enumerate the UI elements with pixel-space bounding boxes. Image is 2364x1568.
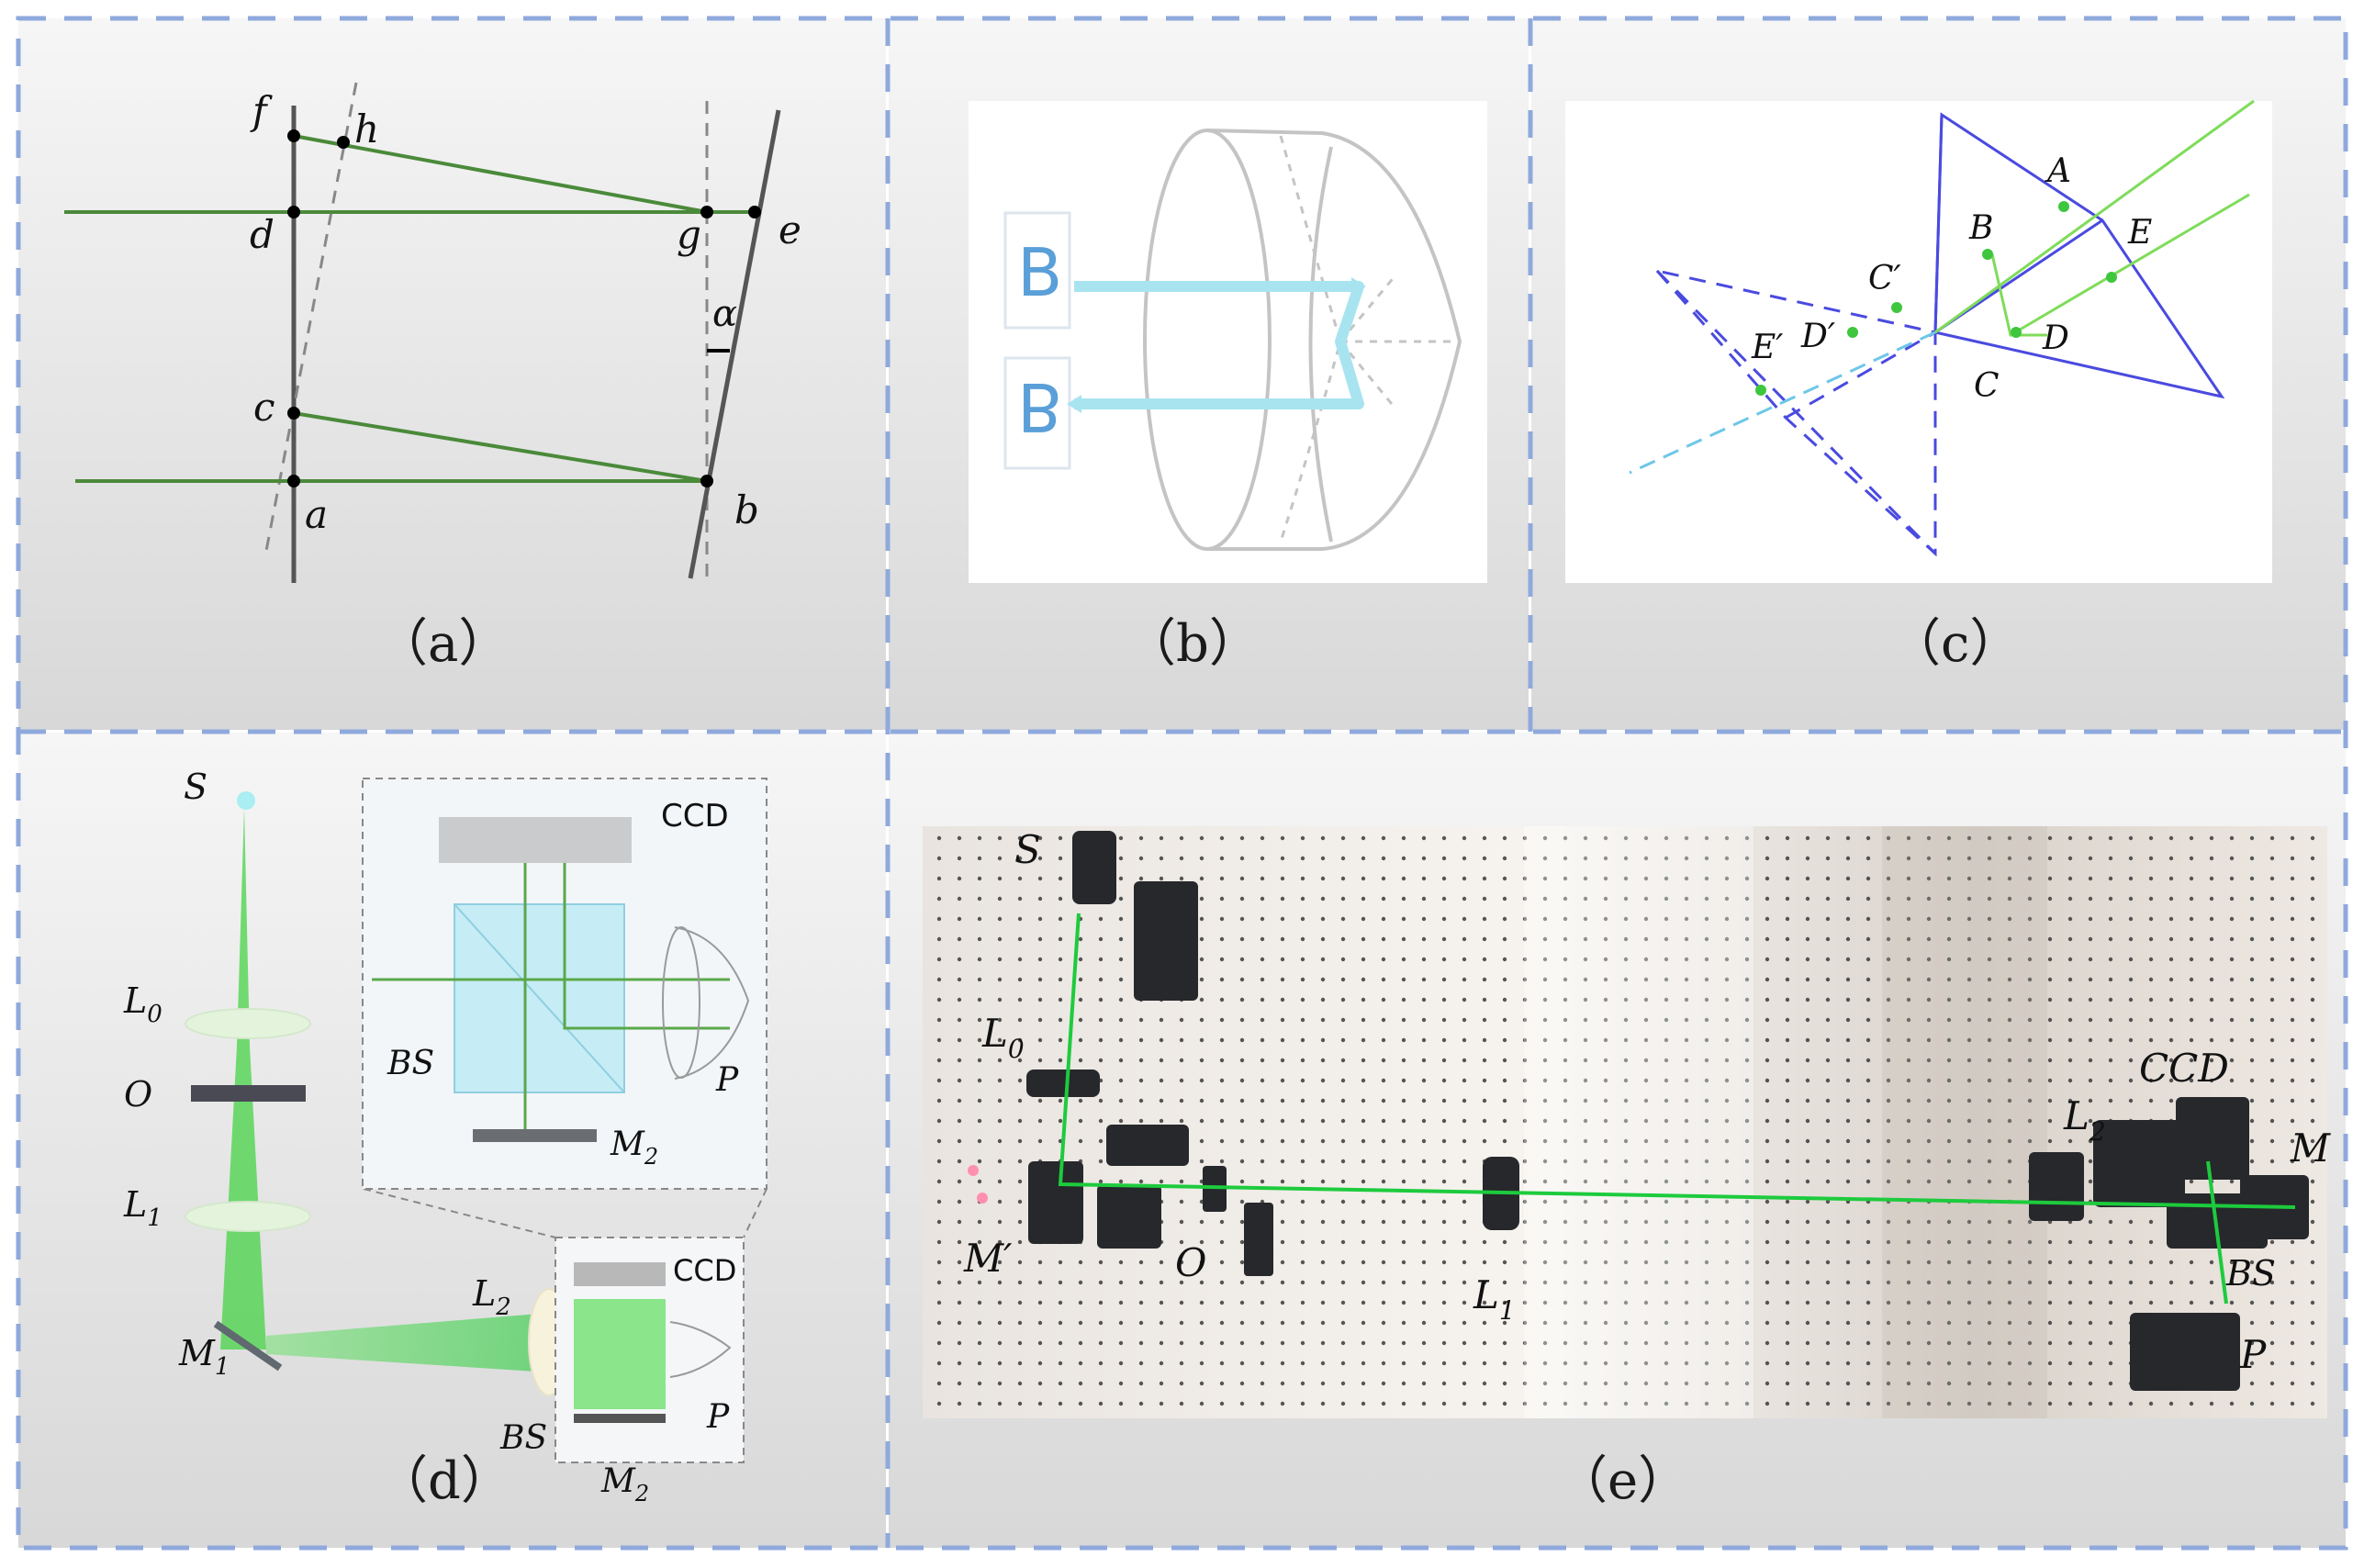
object-O bbox=[191, 1085, 306, 1102]
cyan-virtual-ray bbox=[1629, 330, 1936, 475]
point-b bbox=[700, 475, 713, 487]
panel-b-diagram: B B bbox=[969, 101, 1487, 583]
label-b: b bbox=[734, 487, 759, 532]
ray-f-g bbox=[293, 134, 708, 214]
caption-a: （a） bbox=[376, 614, 510, 674]
caption-b: （b） bbox=[1125, 614, 1260, 674]
panel-c-diagram: A B C D E C′ D′ E′ bbox=[1565, 99, 2272, 583]
label-C: C bbox=[1974, 367, 2000, 405]
panel-a-diagram: f h d g e c a b α bbox=[64, 82, 801, 583]
photo-label-M: M bbox=[2290, 1126, 2331, 1170]
label-d: d bbox=[250, 212, 274, 257]
photo-label-L2: L2 bbox=[2063, 1093, 2106, 1147]
label-M1: M1 bbox=[178, 1333, 230, 1381]
green-ray-upper bbox=[1934, 99, 2255, 334]
photo-label-S: S bbox=[1014, 827, 1041, 872]
label-D-prime: D′ bbox=[1800, 318, 1835, 355]
prism-inner-arc bbox=[1308, 146, 1333, 543]
light-path-b bbox=[1074, 281, 1364, 409]
label-A: A bbox=[2045, 152, 2071, 190]
label-L1: L1 bbox=[123, 1184, 162, 1232]
label-D: D bbox=[2042, 319, 2069, 357]
point-d bbox=[287, 206, 300, 218]
optical-mounts bbox=[1026, 831, 2309, 1391]
prism-dashed-arc bbox=[1279, 135, 1342, 543]
point-e bbox=[748, 206, 761, 218]
letter-box-top bbox=[1003, 211, 1071, 330]
inset-label-BS: BS bbox=[387, 1045, 434, 1082]
caption-c: （c） bbox=[1889, 614, 2021, 674]
label-a: a bbox=[305, 492, 328, 537]
arrow-in bbox=[1351, 277, 1366, 296]
label-M2: M2 bbox=[600, 1462, 649, 1506]
point-c bbox=[287, 407, 300, 420]
label-e: e bbox=[779, 207, 801, 252]
letter-b-input: B bbox=[1017, 234, 1062, 311]
inset-label-P: P bbox=[715, 1061, 739, 1099]
label-B: B bbox=[1968, 209, 1993, 247]
green-beam-path bbox=[1058, 913, 2296, 1305]
photo-label-P: P bbox=[2239, 1332, 2267, 1377]
point-g bbox=[700, 206, 713, 218]
label-alpha: α bbox=[712, 293, 737, 335]
lens-L0 bbox=[185, 1008, 311, 1039]
photo-label-L0: L0 bbox=[981, 1011, 1025, 1064]
lens-L1 bbox=[185, 1201, 311, 1232]
letter-box-bottom bbox=[1003, 356, 1071, 470]
mirror-M1 bbox=[213, 1320, 283, 1372]
letter-b-output-flipped: B bbox=[1017, 368, 1062, 445]
small-ccd bbox=[574, 1262, 666, 1286]
tilted-mirror-line bbox=[688, 109, 781, 579]
ray-c-b bbox=[293, 411, 708, 483]
label-C-prime: C′ bbox=[1868, 260, 1901, 297]
label-P: P bbox=[706, 1398, 730, 1436]
green-ray-lower bbox=[2010, 193, 2250, 337]
panel-d-diagram: S L0 O L1 M1 L2 BS CCD P M2 CCD BS P M2 bbox=[123, 767, 767, 1506]
label-O: O bbox=[124, 1074, 152, 1114]
arrow-out bbox=[1067, 395, 1081, 413]
inset-label-M2: M2 bbox=[610, 1126, 658, 1170]
small-bs bbox=[574, 1299, 666, 1409]
panel-borders bbox=[16, 16, 2348, 1551]
photo-label-BS: BS bbox=[2225, 1253, 2276, 1294]
label-c: c bbox=[253, 385, 275, 430]
point-f bbox=[287, 129, 300, 142]
caption-e: （e） bbox=[1556, 1451, 1689, 1511]
label-E-prime: E′ bbox=[1751, 329, 1783, 366]
photo-label-L1: L1 bbox=[1473, 1272, 1516, 1326]
label-CCD: CCD bbox=[673, 1253, 736, 1288]
inset-m2 bbox=[473, 1129, 597, 1142]
dashed-normal-left bbox=[264, 82, 358, 552]
photo-label-Mprime: M′ bbox=[963, 1236, 1013, 1281]
photo-label-CCD: CCD bbox=[2139, 1046, 2229, 1091]
label-S: S bbox=[184, 767, 207, 807]
panel-e-photo: S L0 M′ O L1 L2 CCD M BS P bbox=[923, 826, 2331, 1418]
small-m2 bbox=[574, 1414, 666, 1423]
horizontal-beam bbox=[266, 1313, 551, 1372]
label-L2: L2 bbox=[472, 1273, 511, 1321]
label-E: E bbox=[2127, 214, 2152, 252]
caption-d: （d） bbox=[376, 1451, 512, 1511]
point-a bbox=[287, 475, 300, 487]
label-L0: L0 bbox=[123, 980, 162, 1028]
point-h bbox=[337, 136, 350, 149]
inset-ccd bbox=[439, 817, 632, 863]
label-BS: BS bbox=[499, 1419, 547, 1457]
label-g: g bbox=[677, 212, 701, 257]
photo-label-O: O bbox=[1175, 1240, 1206, 1285]
source-point bbox=[237, 791, 255, 810]
inset-label-CCD: CCD bbox=[661, 798, 729, 834]
label-h: h bbox=[354, 106, 379, 151]
